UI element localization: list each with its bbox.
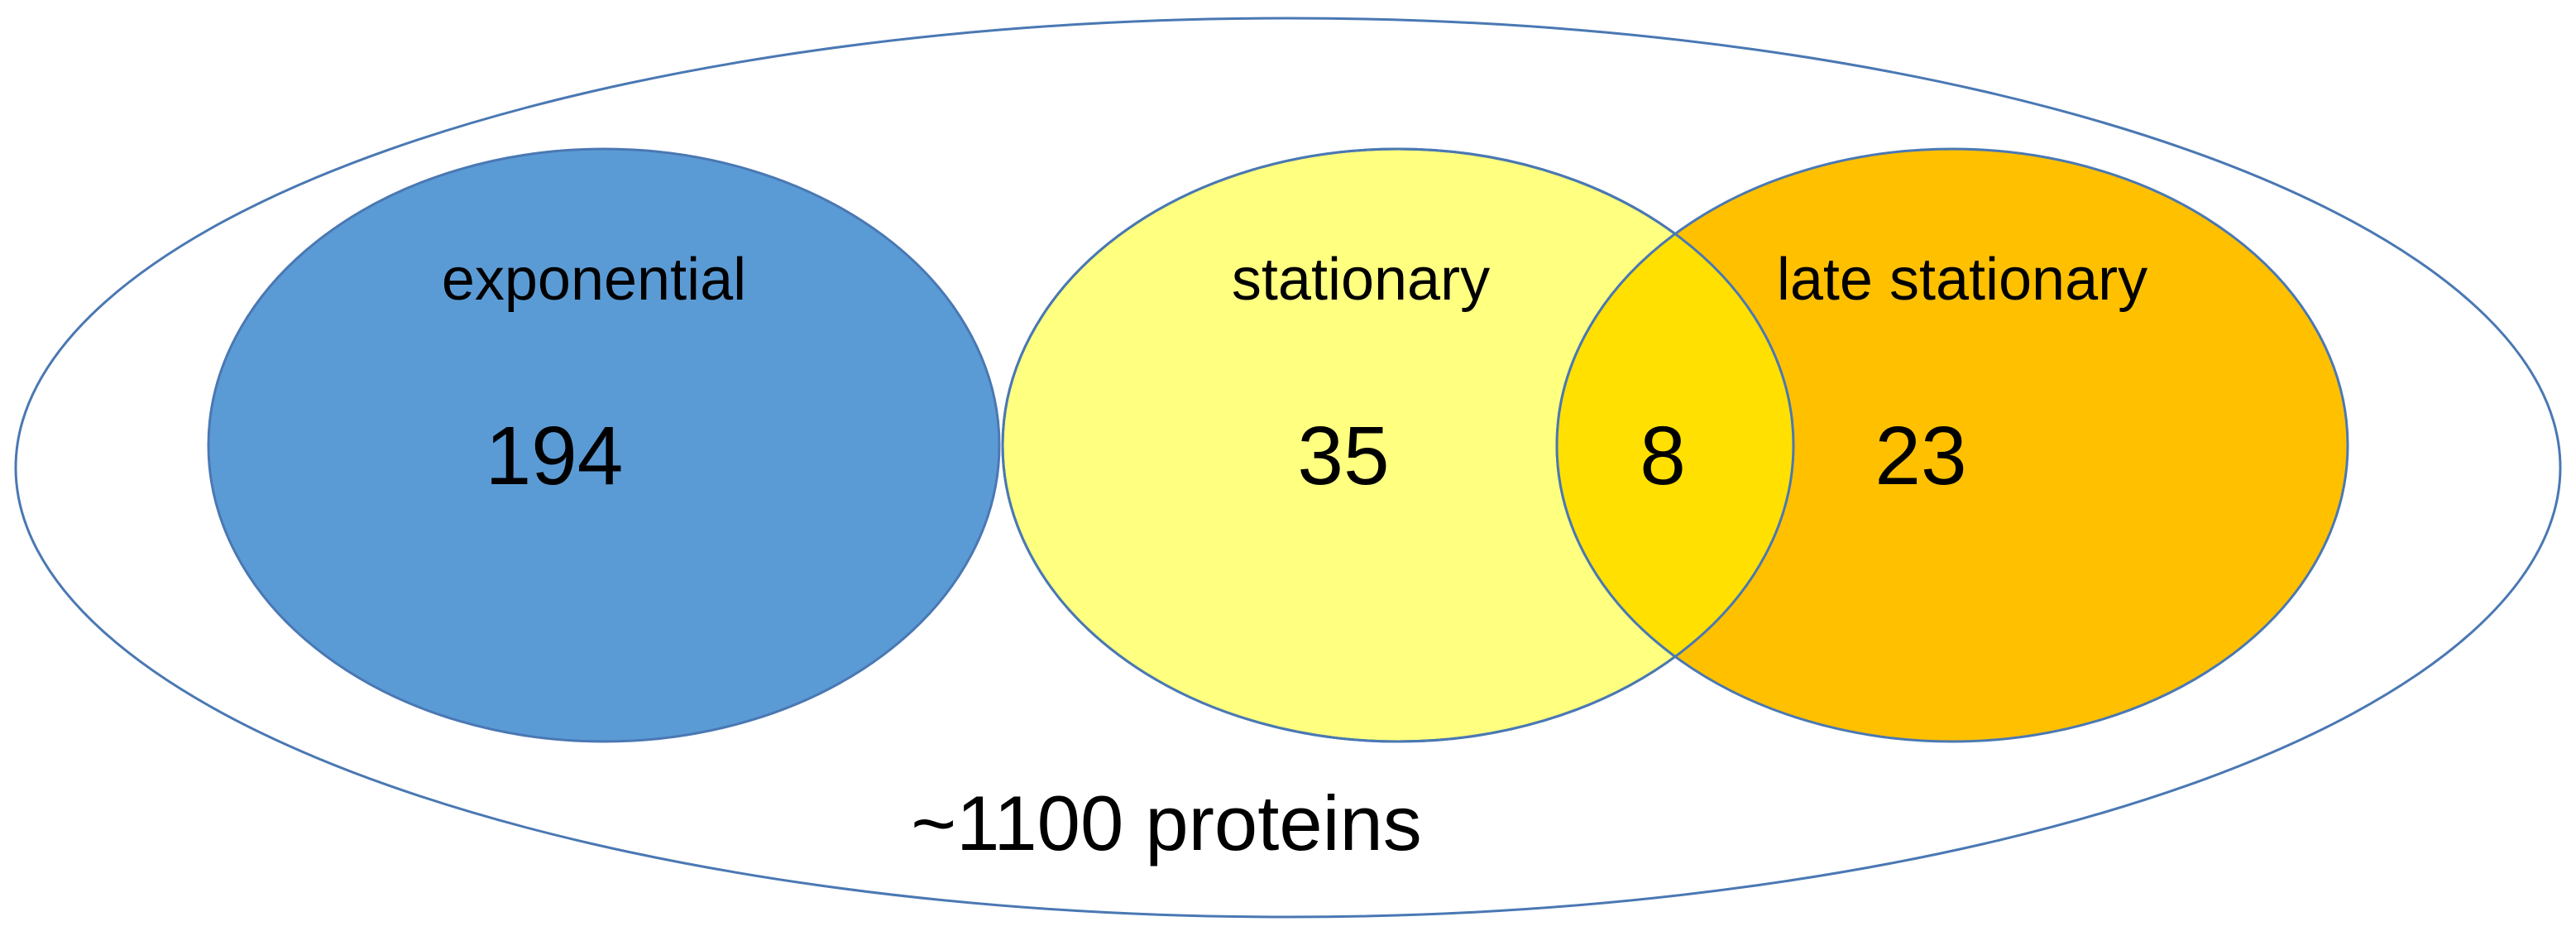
total-proteins-label: ~1100 proteins (911, 780, 1422, 866)
stationary-outline (1001, 147, 1795, 743)
stationary-label: stationary (1232, 247, 1490, 313)
exponential-count: 194 (486, 410, 624, 502)
exponential-label: exponential (442, 247, 746, 313)
late-stationary-label: late stationary (1777, 247, 2147, 313)
stationary-count: 35 (1297, 410, 1389, 502)
exponential-set-ellipse (207, 147, 1001, 743)
late-stationary-count: 23 (1875, 410, 1966, 502)
overlap-count: 8 (1640, 410, 1686, 502)
